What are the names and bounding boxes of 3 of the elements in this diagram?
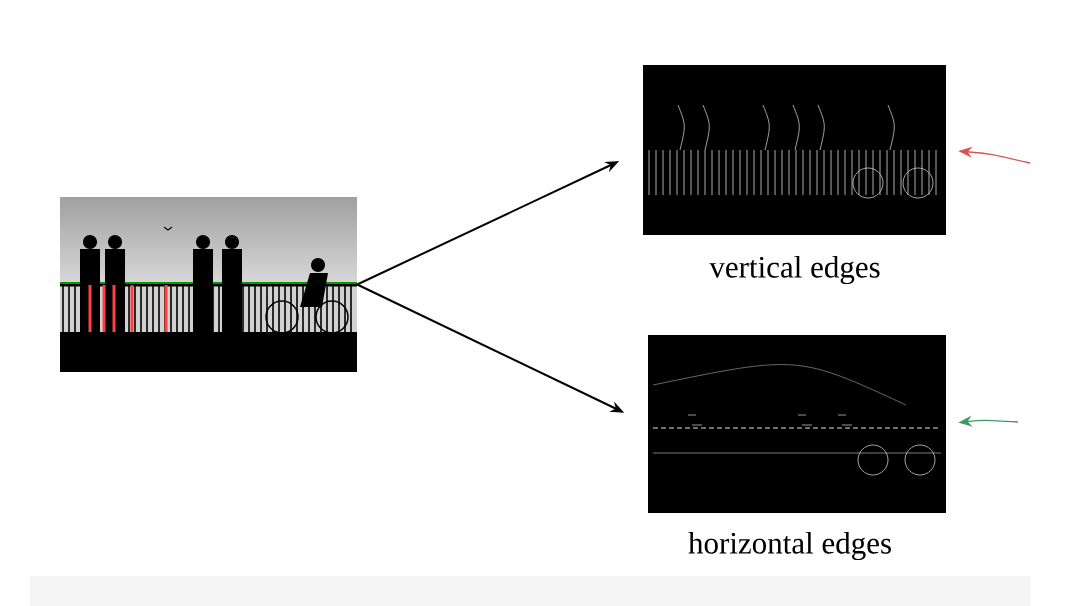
node-label: horizontal edges	[688, 531, 891, 561]
photo-drawing	[59, 197, 358, 372]
node-label: vertical edges	[709, 255, 880, 285]
